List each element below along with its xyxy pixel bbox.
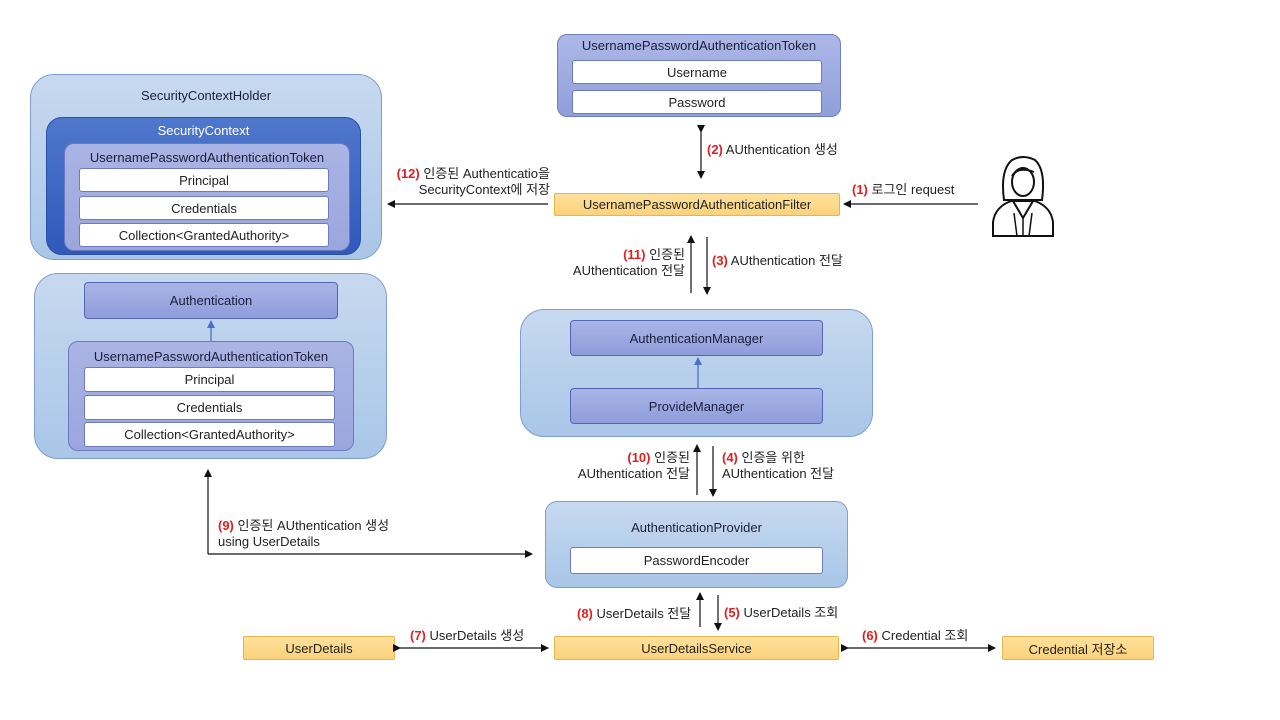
- password-encoder-field: PasswordEncoder: [570, 547, 823, 574]
- step-7-label: (7) UserDetails 생성: [410, 628, 525, 643]
- context-token-title: UsernamePasswordAuthenticationToken: [89, 150, 325, 165]
- step-5-label: (5) UserDetails 조회: [724, 605, 839, 620]
- step-1-label: (1) 로그인 request: [852, 182, 955, 197]
- auth-credentials-field: Credentials: [84, 395, 335, 420]
- step-11-label: (11) 인증된 AUthentication 전달: [572, 247, 685, 278]
- top-token-title: UsernamePasswordAuthenticationToken: [581, 38, 817, 53]
- context-credentials-field: Credentials: [79, 196, 329, 220]
- provider-panel-title: AuthenticationProvider: [631, 520, 762, 535]
- step-12-label: (12) 인증된 Authenticatio을 SecurityContext에…: [396, 166, 550, 197]
- step-8-label: (8) UserDetails 전달: [577, 606, 692, 621]
- woman-user-icon: [992, 156, 1054, 237]
- user-details-box: UserDetails: [243, 636, 395, 660]
- auth-authorities-field: Collection<GrantedAuthority>: [84, 422, 335, 447]
- provider-manager-box: ProvideManager: [570, 388, 823, 424]
- authentication-manager-box: AuthenticationManager: [570, 320, 823, 356]
- credential-store-box: Credential 저장소: [1002, 636, 1154, 660]
- step-3-label: (3) AUthentication 전달: [712, 253, 843, 268]
- username-field: Username: [572, 60, 822, 84]
- step-10-label: (10) 인증된 AUthentication 전달: [577, 450, 690, 481]
- context-authorities-field: Collection<GrantedAuthority>: [79, 223, 329, 247]
- authentication-filter-box: UsernamePasswordAuthenticationFilter: [554, 193, 840, 216]
- step-4-label: (4) 인증을 위한 AUthentication 전달: [722, 450, 835, 481]
- password-field: Password: [572, 90, 822, 114]
- step-6-label: (6) Credential 조회: [862, 628, 969, 643]
- security-context-title: SecurityContext: [157, 123, 250, 138]
- auth-token-title: UsernamePasswordAuthenticationToken: [93, 349, 329, 364]
- security-context-holder-title: SecurityContextHolder: [140, 88, 272, 103]
- user-details-service-box: UserDetailsService: [554, 636, 839, 660]
- context-principal-field: Principal: [79, 168, 329, 192]
- auth-principal-field: Principal: [84, 367, 335, 392]
- authentication-box: Authentication: [84, 282, 338, 319]
- step-2-label: (2) AUthentication 생성: [707, 142, 838, 157]
- step-9-label: (9) 인증된 AUthentication 생성 using UserDeta…: [218, 518, 390, 549]
